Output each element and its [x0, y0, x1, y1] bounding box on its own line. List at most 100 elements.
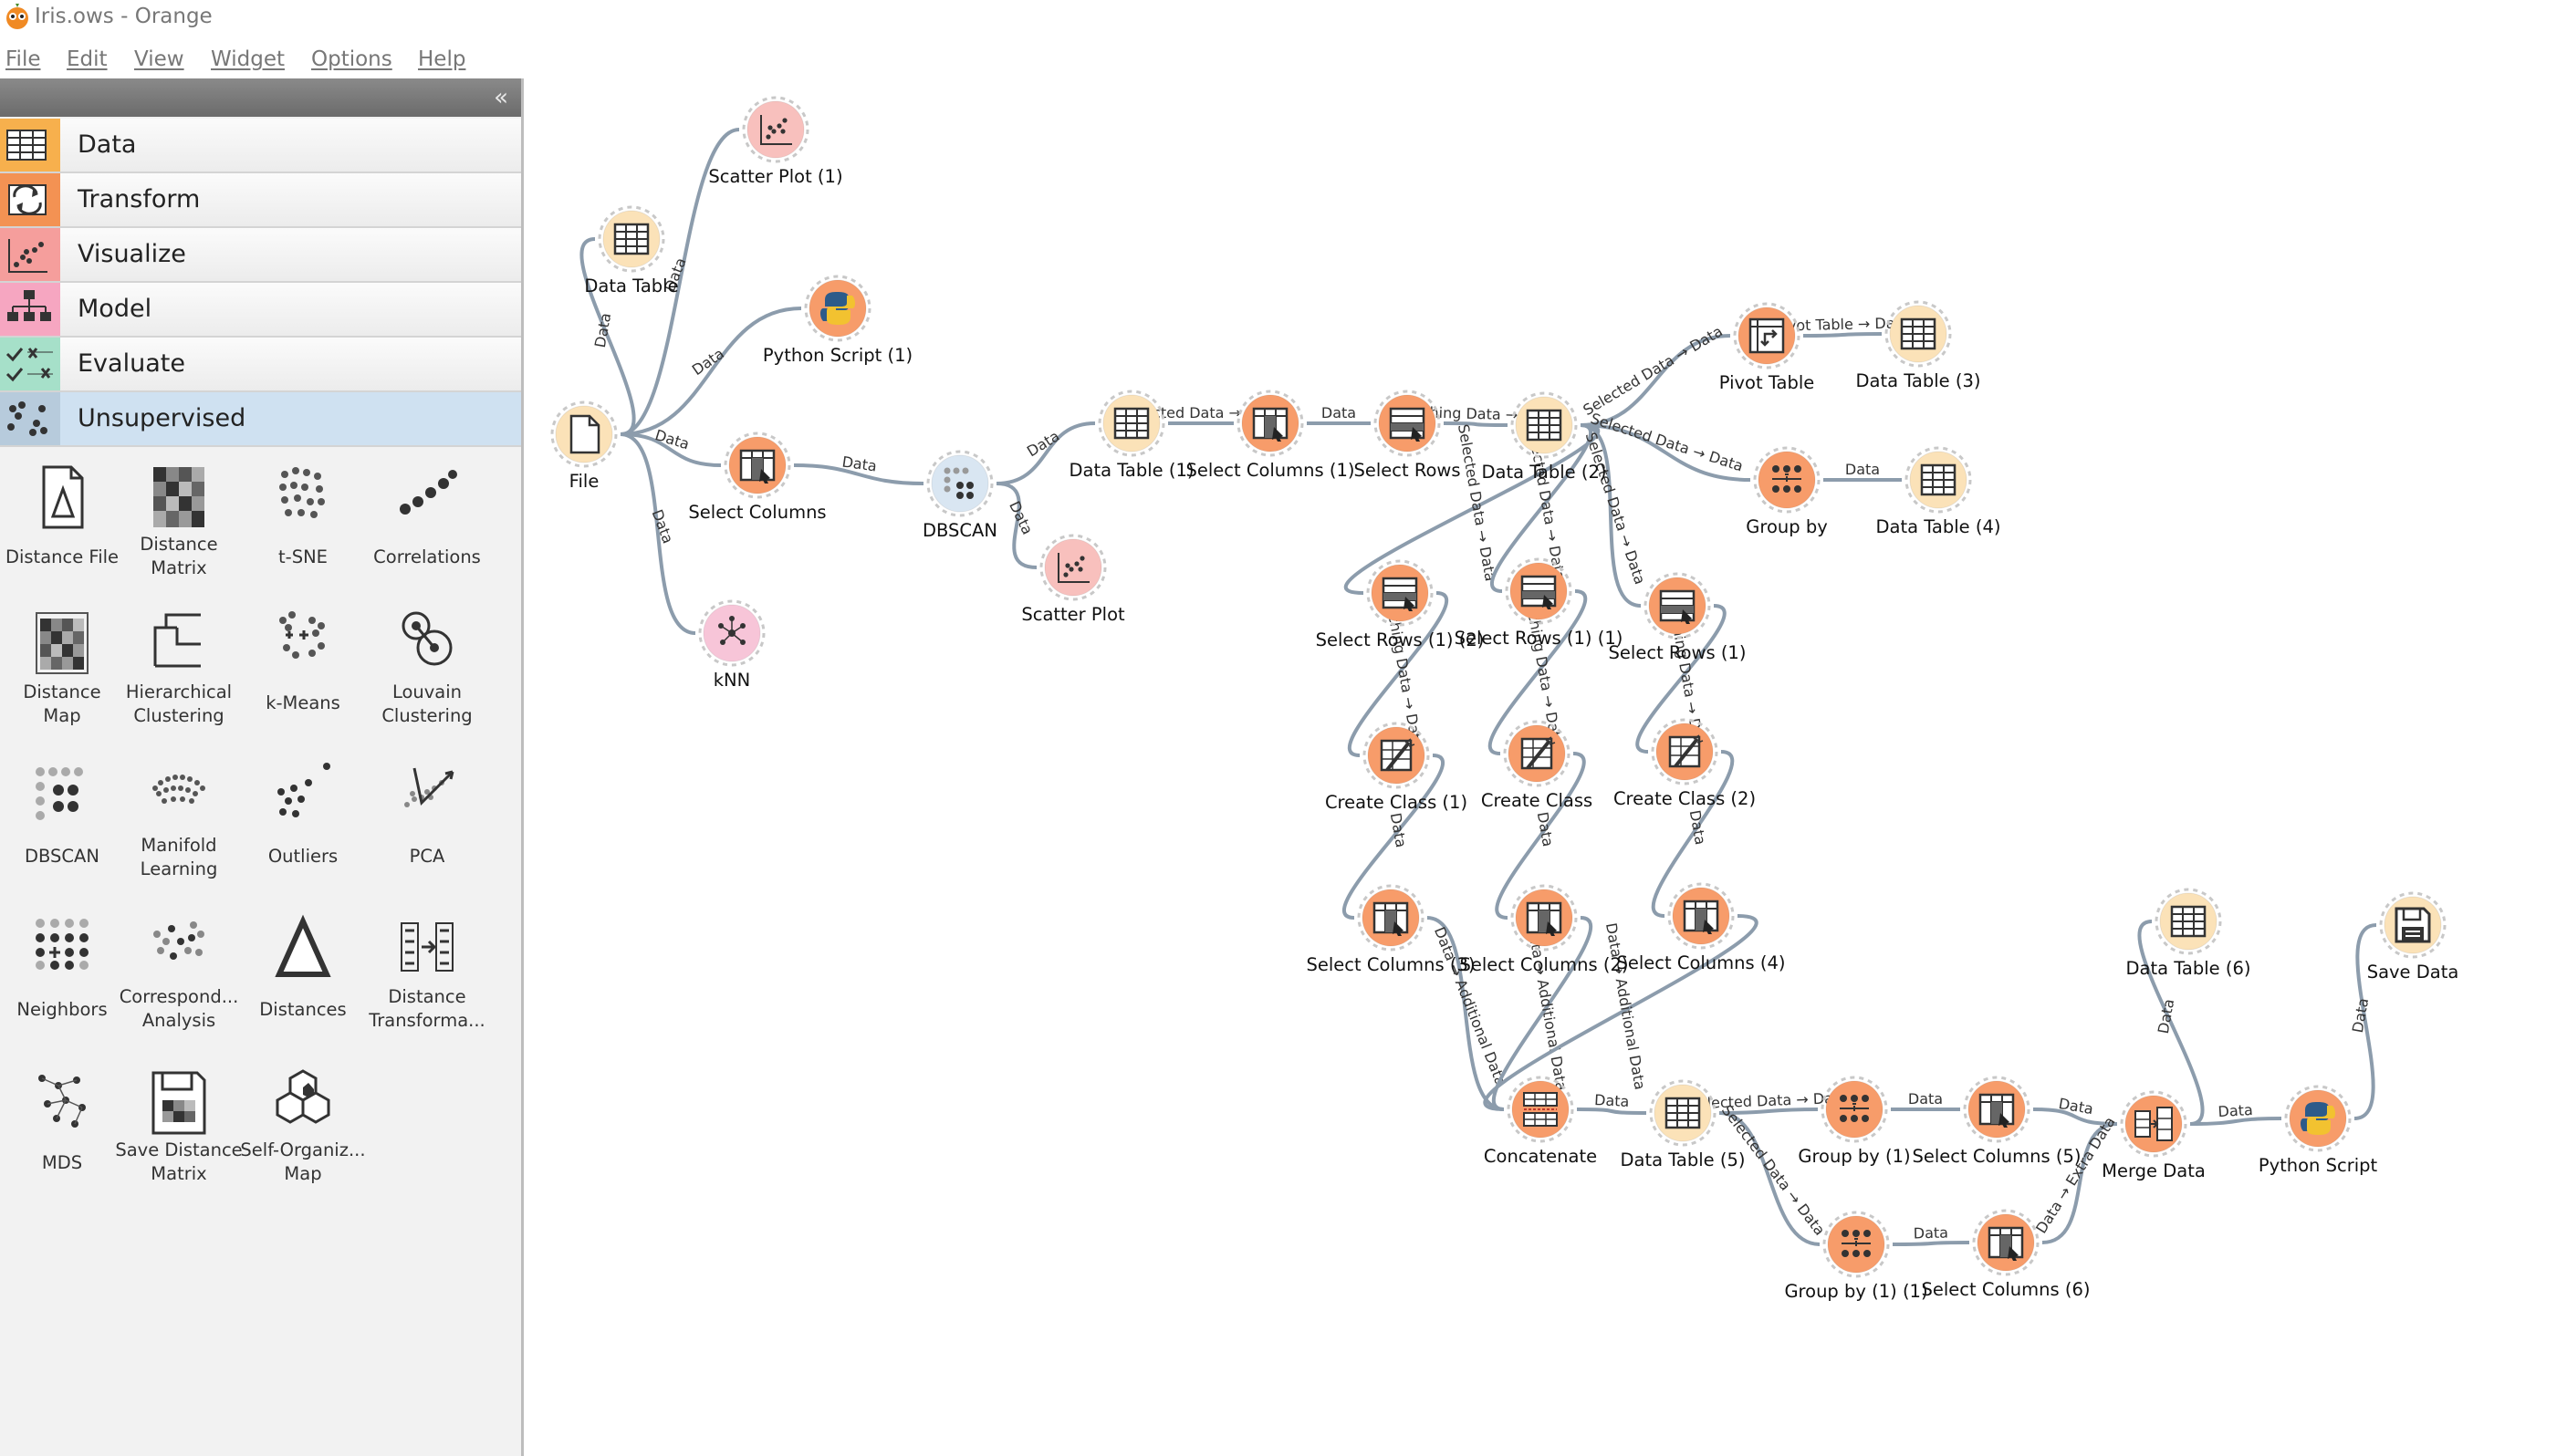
- node-gb1[interactable]: [1818, 1073, 1891, 1146]
- node-selcols[interactable]: [721, 429, 794, 502]
- workflow-link[interactable]: [579, 237, 636, 436]
- category-evaluate[interactable]: Evaluate: [0, 338, 521, 392]
- workflow-link[interactable]: [2041, 1122, 2118, 1244]
- node-dt1[interactable]: [1095, 387, 1168, 460]
- node-sc5[interactable]: [1960, 1073, 2033, 1146]
- workflow-link[interactable]: [2137, 920, 2205, 1126]
- workflow-link[interactable]: [1580, 423, 1642, 608]
- workflow-link[interactable]: [1576, 1108, 1647, 1115]
- distances-icon: [275, 914, 331, 977]
- node-sp[interactable]: [1037, 531, 1110, 604]
- node-sr11[interactable]: [1502, 555, 1575, 628]
- workflow-link[interactable]: [1443, 421, 1508, 427]
- workflow-link[interactable]: [1892, 1241, 1970, 1246]
- workflow-link[interactable]: [620, 432, 722, 467]
- node-pivot[interactable]: [1730, 299, 1803, 372]
- category-visualize[interactable]: Visualize: [0, 228, 521, 283]
- workflow-link[interactable]: [1495, 752, 1586, 920]
- menu-edit[interactable]: Edit: [67, 47, 108, 71]
- menu-help[interactable]: Help: [418, 47, 466, 71]
- workflow-link[interactable]: [620, 307, 802, 436]
- tool-louvain-clustering[interactable]: Louvain Clustering: [365, 608, 489, 761]
- node-cc1[interactable]: [1360, 719, 1433, 792]
- tool-distances[interactable]: Distances: [241, 914, 365, 1067]
- node-file[interactable]: [548, 398, 621, 471]
- node-sr12[interactable]: [1363, 556, 1436, 629]
- tool-dbscan[interactable]: DBSCAN: [0, 761, 124, 914]
- workflow-link[interactable]: [996, 482, 1038, 569]
- menu-view[interactable]: View: [134, 47, 184, 71]
- workflow-link[interactable]: [1490, 423, 1592, 593]
- tool-tsne[interactable]: t-SNE: [241, 462, 365, 615]
- workflow-link[interactable]: [1580, 423, 1751, 482]
- workflow-link[interactable]: [1651, 750, 1735, 918]
- node-sp1[interactable]: [739, 93, 812, 166]
- node-dbscan[interactable]: [923, 447, 997, 520]
- node-py[interactable]: [2281, 1082, 2354, 1155]
- menu-options[interactable]: Options: [311, 47, 392, 71]
- tool-manifold-learning[interactable]: Manifold Learning: [117, 761, 241, 914]
- workflow-link[interactable]: [2353, 923, 2377, 1120]
- tool-distance-matrix[interactable]: Distance Matrix: [117, 462, 241, 615]
- workflow-link[interactable]: [996, 421, 1096, 485]
- workflow-link[interactable]: [1491, 916, 1593, 1111]
- category-data[interactable]: Data: [0, 119, 521, 173]
- node-sc6[interactable]: [1969, 1206, 2042, 1279]
- node-concat[interactable]: [1504, 1073, 1577, 1146]
- tool-hierarchical-clustering[interactable]: Hierarchical Clustering: [117, 608, 241, 761]
- node-dt6[interactable]: [2152, 885, 2225, 958]
- node-sc2[interactable]: [1508, 881, 1581, 954]
- node-sc1[interactable]: [1234, 387, 1307, 460]
- tool-distance-transformation[interactable]: Distance Transforma...: [365, 914, 489, 1067]
- category-label: Unsupervised: [78, 404, 246, 432]
- workflow-link[interactable]: [1635, 604, 1727, 754]
- tool-distance-file[interactable]: Distance File: [0, 462, 124, 615]
- tool-save-distance-matrix[interactable]: Save Distance Matrix: [115, 1067, 243, 1221]
- node-dt3[interactable]: [1882, 297, 1955, 370]
- workflow-link[interactable]: [1718, 1111, 1821, 1246]
- node-sc4[interactable]: [1664, 879, 1737, 952]
- collapse-dock-button[interactable]: «: [494, 84, 508, 111]
- workflow-link[interactable]: [620, 128, 740, 436]
- category-model[interactable]: Model: [0, 283, 521, 338]
- workflow-link[interactable]: [1487, 589, 1588, 755]
- node-dt4[interactable]: [1902, 443, 1975, 516]
- workflow-link[interactable]: [793, 463, 924, 485]
- workflow-link[interactable]: [1580, 334, 1731, 427]
- tool-correspondence-analysis[interactable]: Correspond... Analysis: [117, 914, 241, 1067]
- node-gb11[interactable]: [1820, 1208, 1893, 1281]
- workflow-link[interactable]: [1348, 591, 1448, 757]
- node-dt2[interactable]: [1508, 389, 1581, 462]
- menu-file[interactable]: File: [5, 47, 41, 71]
- workflow-link[interactable]: [2189, 1117, 2282, 1126]
- tool-correlations[interactable]: Correlations: [365, 462, 489, 615]
- node-knn[interactable]: [695, 597, 768, 670]
- node-cc[interactable]: [1500, 717, 1573, 790]
- category-unsupervised[interactable]: Unsupervised: [0, 392, 521, 447]
- node-py1[interactable]: [801, 272, 874, 345]
- node-merge[interactable]: [2117, 1087, 2190, 1160]
- node-dt5[interactable]: [1646, 1076, 1719, 1149]
- node-sc3[interactable]: [1354, 881, 1427, 954]
- workflow-link[interactable]: [1718, 1108, 1819, 1115]
- workflow-link[interactable]: [2032, 1108, 2118, 1126]
- menu-widget[interactable]: Widget: [211, 47, 285, 71]
- node-save[interactable]: [2376, 889, 2449, 962]
- node-cc2[interactable]: [1648, 715, 1721, 788]
- workflow-link[interactable]: [1342, 754, 1445, 920]
- workflow-link[interactable]: [620, 432, 696, 635]
- tool-kmeans[interactable]: k-Means: [241, 608, 365, 761]
- node-dt[interactable]: [595, 203, 668, 276]
- node-gb[interactable]: [1750, 443, 1823, 516]
- workflow-link[interactable]: [1483, 914, 1758, 1111]
- tool-neighbors[interactable]: Neighbors: [0, 914, 124, 1067]
- tool-distance-map[interactable]: Distance Map: [0, 608, 124, 761]
- node-sr[interactable]: [1371, 387, 1444, 460]
- tool-self-organizing-map[interactable]: Self-Organiz... Map: [240, 1067, 366, 1221]
- tool-outliers[interactable]: Outliers: [241, 761, 365, 914]
- node-sr1[interactable]: [1641, 569, 1714, 642]
- tool-pca[interactable]: PCA: [365, 761, 489, 914]
- category-transform[interactable]: Transform: [0, 173, 521, 228]
- workflow-link[interactable]: [1802, 332, 1883, 338]
- tool-mds[interactable]: MDS: [0, 1067, 124, 1221]
